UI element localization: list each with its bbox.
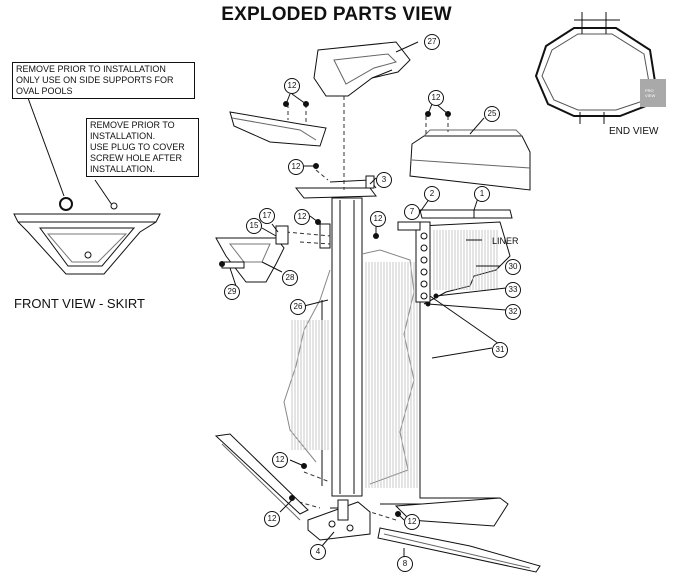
callout-leaders — [229, 41, 507, 558]
top-cap-part-27 — [313, 41, 411, 97]
oval-note-leader — [27, 97, 65, 197]
callout-12-bottom-left-lower: 12 — [264, 511, 280, 527]
callout-12-bottom-left-upper: 12 — [272, 452, 288, 468]
page-title: EXPLODED PARTS VIEW — [221, 4, 452, 25]
oval-pool-note: REMOVE PRIOR TO INSTALLATION ONLY USE ON… — [12, 62, 195, 99]
bottom-track-left — [214, 433, 309, 521]
callout-8: 8 — [397, 556, 413, 572]
oval-support-cap-icon — [59, 197, 73, 211]
callout-33: 33 — [505, 282, 521, 298]
callout-12-plate: 12 — [288, 159, 304, 175]
callout-32: 32 — [505, 304, 521, 320]
plug-note-line-5: INSTALLATION. — [90, 164, 156, 174]
assembly-guide-lines — [285, 96, 449, 521]
callout-2: 2 — [424, 186, 440, 202]
wall-corrugation — [291, 230, 498, 488]
callout-28: 28 — [282, 270, 298, 286]
plug-note-line-3: USE PLUG TO COVER — [90, 142, 185, 152]
callout-26: 26 — [290, 299, 306, 315]
plug-note-line-4: SCREW HOLE AFTER — [90, 153, 183, 163]
callout-3: 3 — [376, 172, 392, 188]
callout-12-top-left: 12 — [284, 78, 300, 94]
front-view-caption: FRONT VIEW - SKIRT — [14, 296, 145, 311]
pro-view-badge — [640, 79, 666, 107]
skirt-part-28 — [215, 225, 289, 283]
stabilizer-bolt-column — [415, 221, 503, 347]
callout-4: 4 — [310, 544, 326, 560]
plug-note-line-2: INSTALLATION. — [90, 131, 156, 141]
front-view-skirt — [13, 197, 161, 275]
callout-27: 27 — [424, 34, 440, 50]
callout-30: 30 — [505, 259, 521, 275]
callout-31: 31 — [492, 342, 508, 358]
callout-29: 29 — [224, 284, 240, 300]
oval-note-line-1: REMOVE PRIOR TO INSTALLATION — [16, 64, 166, 74]
callout-12-right-upright: 12 — [370, 211, 386, 227]
callout-12-top-right: 12 — [428, 90, 444, 106]
bottom-plate-part-4 — [307, 499, 371, 541]
liner-label: LINER — [492, 236, 519, 246]
bottom-track-part-8 — [377, 527, 541, 573]
screw-hole-plug-icon — [110, 202, 118, 210]
callout-17: 17 — [259, 208, 275, 224]
callout-15: 15 — [246, 218, 262, 234]
callout-25: 25 — [484, 106, 500, 122]
callout-7: 7 — [404, 204, 420, 220]
callout-12-left-upright: 12 — [294, 209, 310, 225]
connector-plate-part-3 — [294, 175, 377, 199]
upright-part-26 — [319, 197, 363, 497]
plug-note: REMOVE PRIOR TO INSTALLATION. USE PLUG T… — [86, 118, 199, 177]
end-view-frame — [534, 12, 658, 124]
oval-note-line-2: ONLY USE ON SIDE SUPPORTS FOR — [16, 75, 174, 85]
top-seat-part-25 — [409, 129, 531, 191]
pro-view-badge-text: PRO VIEW — [645, 88, 656, 98]
callout-12-bottom-right: 12 — [404, 514, 420, 530]
plug-note-line-1: REMOVE PRIOR TO — [90, 120, 175, 130]
end-view-caption: END VIEW — [609, 126, 659, 137]
callout-1: 1 — [474, 186, 490, 202]
oval-note-line-3: OVAL POOLS — [16, 86, 73, 96]
plug-note-leader — [94, 179, 113, 206]
top-rail-left — [229, 111, 327, 147]
